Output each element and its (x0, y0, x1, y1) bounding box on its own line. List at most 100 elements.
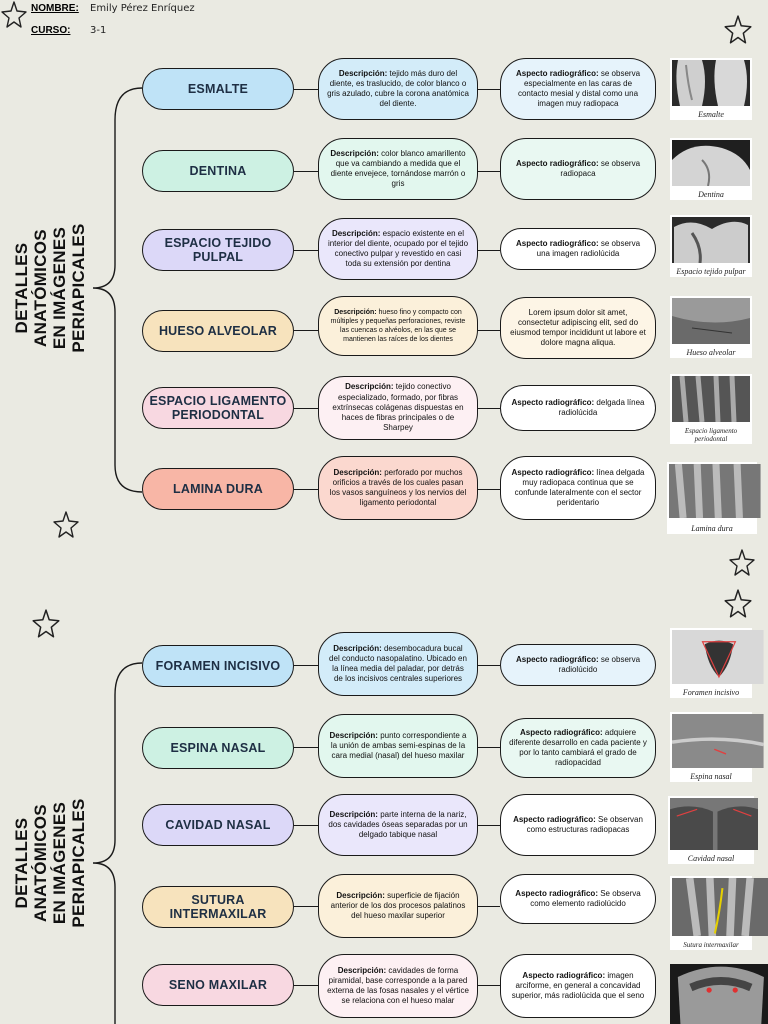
description-label: Descripción: (329, 809, 378, 819)
topic-pill: SENO MAXILAR (142, 964, 294, 1006)
description-text: espacio existente en el interior del die… (327, 228, 469, 269)
xray-caption: Cavidad nasal (687, 854, 735, 863)
topic-pill: DENTINA (142, 150, 294, 192)
star-icon (1, 1, 27, 28)
description-card: Descripción: hueso fino y compacto con m… (318, 296, 478, 356)
radiographic-label: Aspecto radiográfico: (511, 467, 595, 477)
description-card: Descripción: espacio existente en el int… (318, 218, 478, 280)
xray-graphic (672, 630, 764, 684)
radiographic-card: Aspecto radiográfico: línea delgada muy … (500, 456, 656, 520)
xray-image: Lamina dura (667, 462, 761, 534)
connector (478, 985, 500, 986)
xray-image: Cavidad nasal (668, 796, 759, 864)
radiographic-label: Aspecto radiográfico: (513, 814, 596, 824)
connector (478, 665, 500, 666)
connector (294, 985, 318, 986)
description-label: Descripción: (333, 643, 382, 653)
xray-caption: Dentina (698, 190, 724, 199)
topic-pill: SUTURA INTERMAXILAR (142, 886, 294, 928)
connector (294, 330, 318, 331)
connector (478, 330, 500, 331)
topic-pill: ESPACIO TEJIDO PULPAL (142, 229, 294, 271)
course-value: 3-1 (90, 25, 107, 36)
description-card: Descripción: tejido conectivo especializ… (318, 376, 478, 440)
xray-image: Espacio ligamento periodontal (670, 374, 752, 444)
radiographic-card: Lorem ipsum dolor sit amet, consectetur … (500, 297, 656, 359)
xray-image (670, 964, 768, 1024)
connector (478, 489, 500, 490)
radiographic-card: Aspecto radiográfico: imagen arciforme, … (500, 954, 656, 1018)
xray-image: Foramen incisivo (670, 628, 764, 698)
xray-graphic (672, 298, 750, 344)
radiographic-text: Lorem ipsum dolor sit amet, consectetur … (510, 307, 646, 348)
star-icon (32, 609, 60, 638)
connector (478, 825, 500, 826)
xray-image: Sutura intermaxilar (670, 876, 768, 950)
xray-caption: Lamina dura (691, 524, 733, 533)
description-label: Descripción: (338, 68, 388, 78)
xray-image: Dentina (670, 138, 752, 200)
xray-image: Espacio tejido pulpar (670, 215, 752, 277)
connector (294, 747, 318, 748)
radiographic-text: se observa radiopaca (560, 158, 641, 178)
radiographic-text: se observa una imagen radiolúcida (536, 238, 641, 258)
xray-graphic (672, 217, 750, 263)
description-text: tejido más duro del diente, es traslucid… (327, 68, 469, 109)
topic-pill: LAMINA DURA (142, 468, 294, 510)
description-label: Descripción: (329, 730, 378, 740)
description-card: Descripción: color blanco amarillento qu… (318, 138, 478, 200)
connector (478, 250, 500, 251)
name-value: Emily Pérez Enríquez (90, 3, 195, 14)
xray-graphic (672, 60, 750, 106)
description-text: superficie de fijación anterior de los d… (330, 890, 466, 921)
radiographic-card: Aspecto radiográfico: se observa especia… (500, 58, 656, 120)
star-icon (53, 511, 79, 538)
description-text: hueso fino y compacto con múltiples y pe… (330, 309, 466, 343)
radiographic-card: Aspecto radiográfico: se observa radiolú… (500, 644, 656, 686)
connector (478, 408, 500, 409)
radiographic-text: línea delgada muy radiopaca continua que… (514, 467, 645, 508)
description-card: Descripción: parte interna de la nariz, … (318, 794, 478, 856)
connector (294, 171, 318, 172)
connector (294, 489, 318, 490)
xray-graphic (670, 798, 759, 850)
description-text: desembocadura bucal del conducto nasopal… (329, 643, 467, 684)
topic-pill: CAVIDAD NASAL (142, 804, 294, 846)
description-text: color blanco amarillento que va cambiand… (330, 148, 466, 189)
xray-image: Hueso alveolar (670, 296, 752, 358)
radiographic-label: Aspecto radiográfico: (511, 397, 595, 407)
star-icon (729, 549, 755, 576)
xray-caption: Foramen incisivo (682, 688, 740, 697)
xray-caption: Espina nasal (690, 772, 732, 781)
topic-pill: HUESO ALVEOLAR (142, 310, 294, 352)
description-text: perforado por muchos orificios a través … (329, 467, 467, 508)
radiographic-text: adquiere diferente desarrollo en cada pa… (509, 727, 647, 768)
description-label: Descripción: (331, 228, 381, 238)
description-label: Descripción: (336, 890, 385, 900)
description-card: Descripción: superficie de fijación ante… (318, 874, 478, 938)
topic-pill: ESMALTE (142, 68, 294, 110)
description-text: parte interna de la nariz, dos cavidades… (328, 809, 468, 840)
radiographic-label: Aspecto radiográfico: (515, 654, 599, 664)
description-text: cavidades de forma piramidal, base corre… (327, 965, 469, 1006)
description-text: tejido conectivo especializado, formado,… (332, 382, 464, 433)
topic-pill: ESPINA NASAL (142, 727, 294, 769)
radiographic-label: Aspecto radiográfico: (515, 68, 599, 78)
course-label: CURSO: (31, 25, 71, 36)
description-card: Descripción: desembocadura bucal del con… (318, 632, 478, 696)
connector (478, 89, 500, 90)
description-label: Descripción: (330, 148, 379, 158)
radiographic-card: Aspecto radiográfico: delgada línea radi… (500, 385, 656, 431)
radiographic-text: se observa especialmente en las caras de… (517, 68, 641, 109)
connector (478, 747, 500, 748)
description-card: Descripción: punto correspondiente a la … (318, 714, 478, 778)
radiographic-text: Se observa como elemento radiolúcido (530, 888, 641, 908)
radiographic-label: Aspecto radiográfico: (519, 727, 603, 737)
radiographic-text: imagen arciforme, en general a concavida… (511, 970, 645, 1001)
description-card: Descripción: cavidades de forma piramida… (318, 954, 478, 1018)
connector (294, 89, 318, 90)
connector (478, 171, 500, 172)
description-label: Descripción: (333, 467, 382, 477)
xray-caption: Sutura intermaxilar (683, 941, 739, 949)
description-card: Descripción: perforado por muchos orific… (318, 456, 478, 520)
